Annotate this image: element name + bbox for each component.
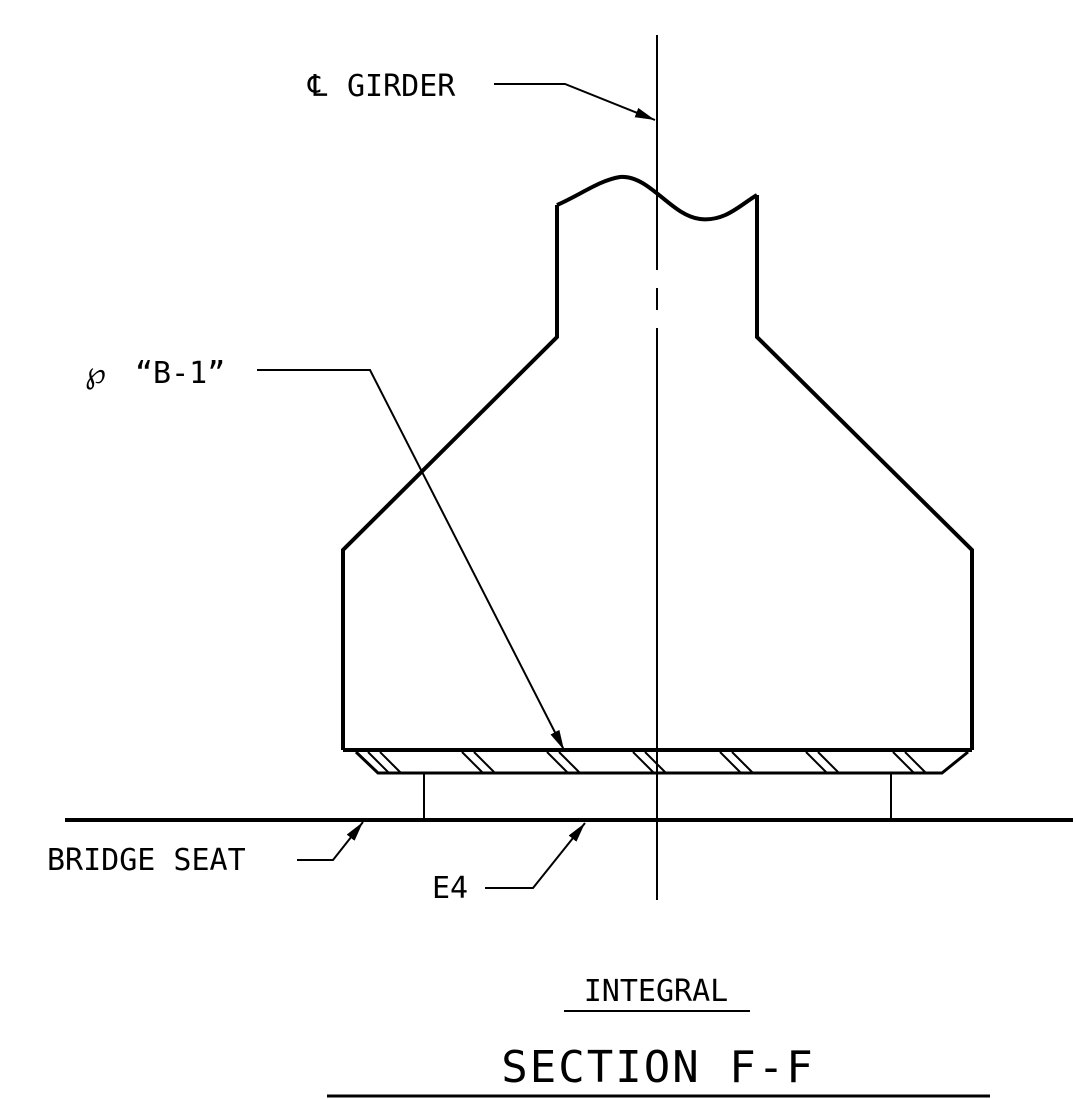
- section-subtitle: INTEGRAL: [584, 974, 729, 1009]
- pl-symbol: ℘: [85, 356, 106, 391]
- girder-cl-leader: [494, 83, 656, 121]
- bearing-plate-b1: [354, 750, 969, 775]
- cl-symbol: ℄: [307, 69, 328, 104]
- plate-b1-leader: [257, 369, 565, 751]
- cl-girder-label: GIRDER: [347, 69, 456, 104]
- girder-web-outline: [341, 195, 974, 750]
- pl-b1-label: “B-1”: [135, 356, 225, 391]
- bridge-seat-label: BRIDGE SEAT: [47, 843, 246, 878]
- e4-label: E4: [432, 871, 468, 906]
- web-break-line: [556, 174, 759, 222]
- elastomeric-pad-e4: [423, 773, 892, 820]
- section-title: SECTION F-F: [501, 1042, 814, 1093]
- bridge-seat-leader: [297, 821, 364, 861]
- e4-leader: [485, 822, 586, 889]
